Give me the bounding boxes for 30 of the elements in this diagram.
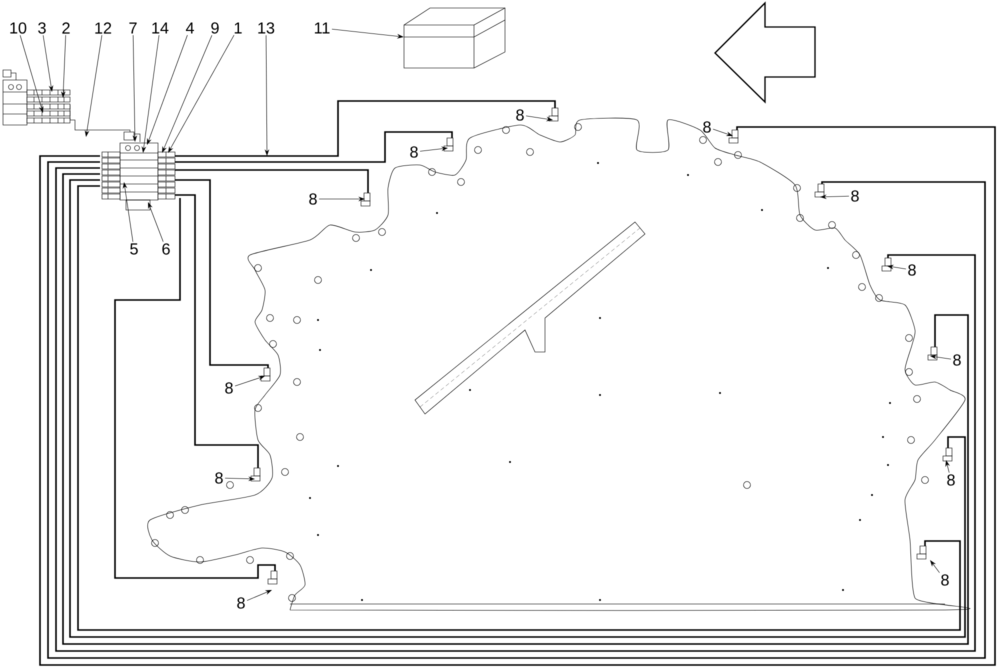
- leader-line: [168, 34, 234, 153]
- callout-number: 14: [152, 22, 168, 34]
- callout-number: 8: [953, 354, 961, 366]
- box-drawing: [404, 8, 506, 68]
- callout-number: 8: [237, 597, 245, 609]
- callout-number: 8: [851, 190, 859, 202]
- callout-number: 8: [941, 574, 949, 586]
- callout-number: 8: [516, 109, 524, 121]
- leader-line: [148, 202, 164, 242]
- callout-number: 6: [162, 243, 170, 255]
- leader-line: [162, 35, 212, 153]
- callout-number: 8: [215, 472, 223, 484]
- callout-number: 7: [129, 22, 137, 34]
- callout-number: 13: [258, 22, 274, 34]
- callout-number: 8: [703, 121, 711, 133]
- callout-number: 2: [62, 22, 70, 34]
- callout-number: 8: [410, 146, 418, 158]
- callout-number: 11: [314, 22, 330, 34]
- callout-number: 8: [908, 264, 916, 276]
- callout-number: 8: [225, 382, 233, 394]
- callout-number: 1: [234, 22, 242, 34]
- callout-number: 4: [186, 22, 194, 34]
- callout-number: 8: [309, 193, 317, 205]
- callout-number: 5: [130, 243, 138, 255]
- callout-number: 10: [10, 22, 26, 34]
- callout-number: 12: [95, 22, 112, 34]
- leader-line: [246, 590, 272, 601]
- callout-number: 3: [38, 22, 46, 34]
- callout-number: 9: [211, 22, 219, 34]
- callout-number: 8: [947, 474, 955, 486]
